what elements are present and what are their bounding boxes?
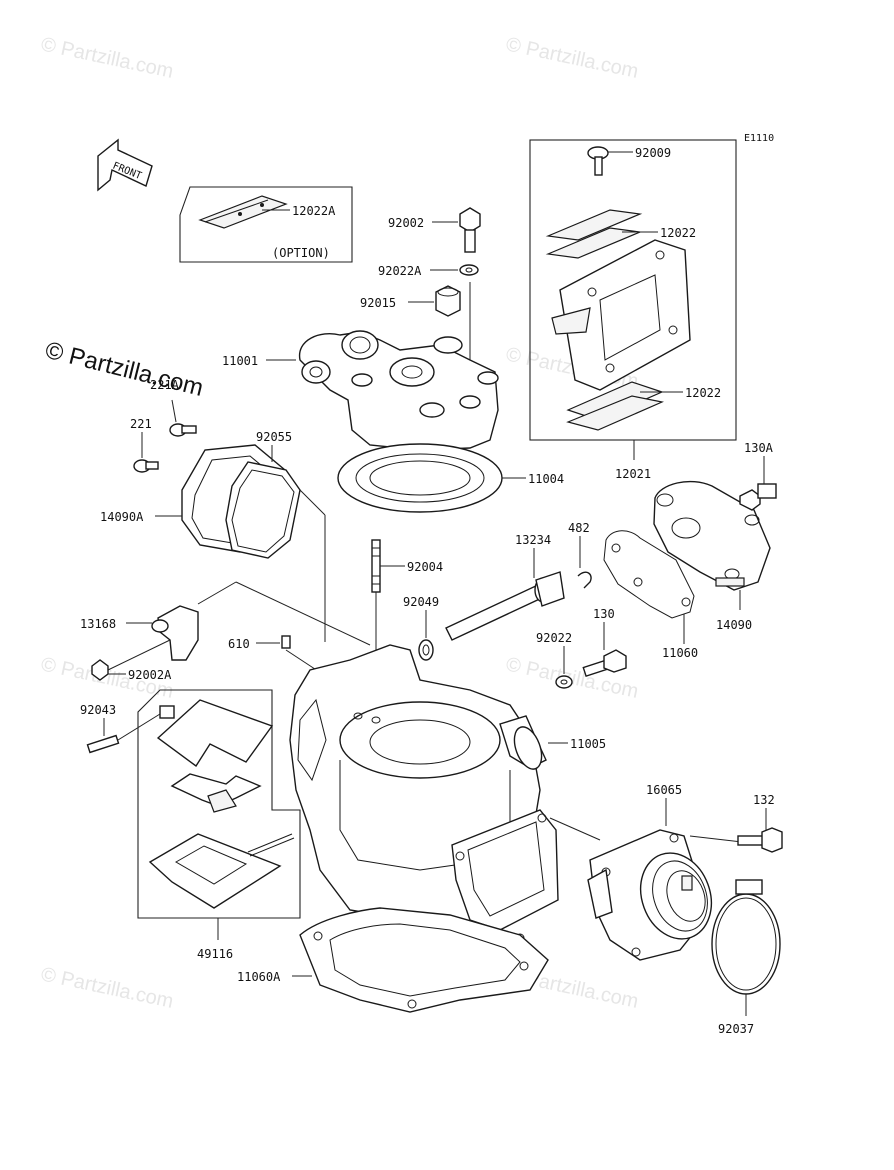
valve-cover-right: 11060 14090 130A — [603, 441, 777, 660]
reed-valve-box: 92009 12022 12022 12021 — [529, 139, 737, 481]
watermark: © Partzilla.com — [39, 33, 175, 83]
label-92049: 92049 — [403, 595, 439, 609]
label-92055: 92055 — [256, 430, 292, 444]
label-92002: 92002 — [388, 216, 424, 230]
label-130A: 130A — [744, 441, 774, 455]
label-11004: 11004 — [528, 472, 564, 486]
label-92022: 92022 — [536, 631, 572, 645]
label-221: 221 — [130, 417, 152, 431]
label-221A: 221A — [150, 378, 180, 392]
label-12021: 12021 — [615, 467, 651, 481]
diagram-code: E1110 — [744, 133, 774, 144]
front-arrow: FRONT — [97, 138, 153, 192]
valve-lever: 13168 92002A — [80, 581, 371, 682]
label-92009: 92009 — [635, 146, 671, 160]
label-14090A: 14090A — [100, 510, 144, 524]
option-label: (OPTION) — [272, 246, 330, 260]
label-92015: 92015 — [360, 296, 396, 310]
label-49116: 49116 — [197, 947, 233, 961]
water-cover-left: 221A 221 92055 14090A — [100, 378, 326, 642]
bolt-130: 130 92022 — [536, 607, 627, 689]
cylinder: 11005 — [289, 644, 606, 943]
watermark: © Partzilla.com — [39, 963, 175, 1013]
cylinder-head: 11001 — [222, 330, 499, 451]
head-gasket: 11004 — [337, 443, 564, 513]
label-12022A: 12022A — [292, 204, 336, 218]
label-14090: 14090 — [716, 618, 752, 632]
label-13168: 13168 — [80, 617, 116, 631]
label-92043: 92043 — [80, 703, 116, 717]
label-16065: 16065 — [646, 783, 682, 797]
label-482: 482 — [568, 521, 590, 535]
label-132: 132 — [753, 793, 775, 807]
exhaust-valve-box: 92043 49116 — [80, 689, 301, 961]
option-box: 12022A (OPTION) — [179, 186, 353, 263]
label-610: 610 — [228, 637, 250, 651]
label-11001: 11001 — [222, 354, 258, 368]
label-12022-top: 12022 — [660, 226, 696, 240]
label-11060: 11060 — [662, 646, 698, 660]
label-92037: 92037 — [718, 1022, 754, 1036]
watermark: © Partzilla.com — [504, 33, 640, 83]
label-11060A: 11060A — [237, 970, 281, 984]
valve-shaft: 13234 482 — [445, 521, 592, 641]
head-fasteners: 92002 92022A 92015 — [360, 207, 481, 375]
label-130: 130 — [593, 607, 615, 621]
label-92004: 92004 — [407, 560, 443, 574]
label-92022A: 92022A — [378, 264, 422, 278]
label-92002A: 92002A — [128, 668, 172, 682]
label-13234: 13234 — [515, 533, 551, 547]
intake-manifold: 16065 132 92037 — [587, 783, 783, 1036]
watermark-main: © Partzilla.com — [43, 337, 206, 402]
label-12022-bottom: 12022 — [685, 386, 721, 400]
label-11005: 11005 — [570, 737, 606, 751]
base-gasket: 11060A — [237, 907, 549, 1013]
washer-92049: 92049 — [403, 595, 439, 661]
